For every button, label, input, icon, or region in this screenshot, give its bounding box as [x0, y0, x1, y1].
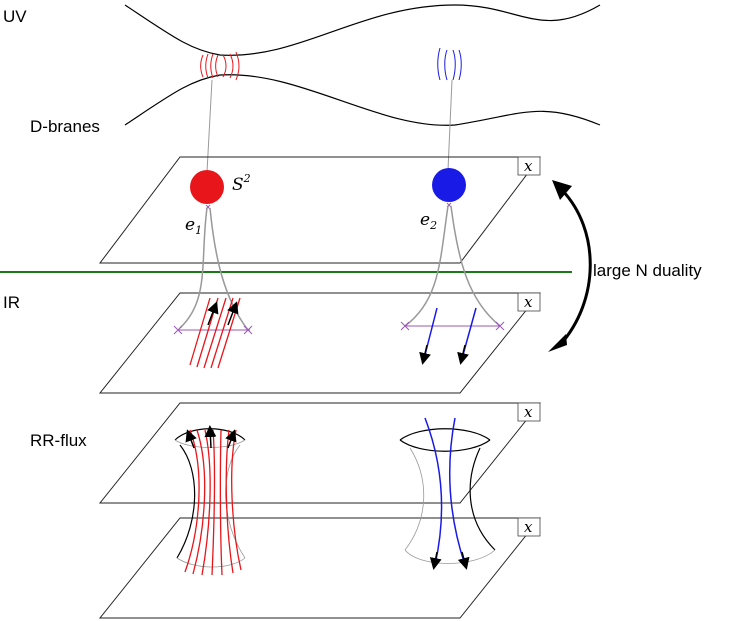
sphere-label: S2 [232, 172, 251, 195]
plane-tag: x [524, 403, 533, 421]
duality-label: large N duality [593, 261, 702, 280]
plane-tag: x [524, 157, 533, 175]
ir-label: IR [3, 293, 20, 312]
duality-arrow [558, 188, 592, 346]
plane-uv: x S2 e1 e2 [98, 156, 542, 264]
red-wormhole [174, 425, 246, 576]
red-sphere [190, 170, 224, 204]
uv-label: UV [3, 7, 27, 26]
plane-ir: x [98, 205, 542, 394]
e1-label: e1 [185, 215, 202, 237]
blue-flux-lines [424, 307, 477, 356]
blue-wormhole [399, 417, 496, 570]
rrflux-label: RR-flux [30, 431, 87, 450]
blue-brane-stack [437, 47, 462, 81]
plane-flux-top: x [98, 402, 542, 504]
plane-tag: x [524, 518, 533, 536]
red-brane-stack [200, 51, 240, 81]
e2-label: e2 [420, 210, 437, 232]
plane-tag: x [524, 293, 533, 311]
dbranes-label: D-branes [30, 117, 100, 136]
blue-sphere [432, 168, 466, 202]
uv-geometry [124, 4, 601, 173]
plane-flux-bottom: x [98, 517, 542, 619]
